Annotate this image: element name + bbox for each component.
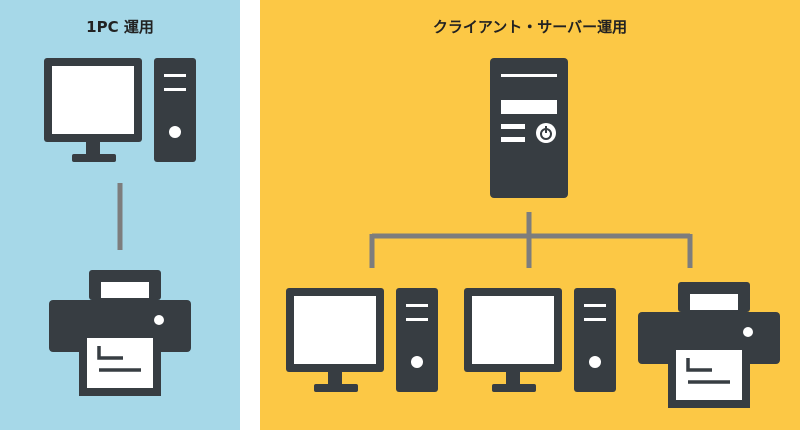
client-server-title: クライアント・サーバー運用 [432,18,628,36]
power-button-icon [536,123,556,143]
network-connector [369,212,693,268]
standalone-title: 1PC 運用 [86,18,154,36]
server-tower-icon [490,58,568,198]
